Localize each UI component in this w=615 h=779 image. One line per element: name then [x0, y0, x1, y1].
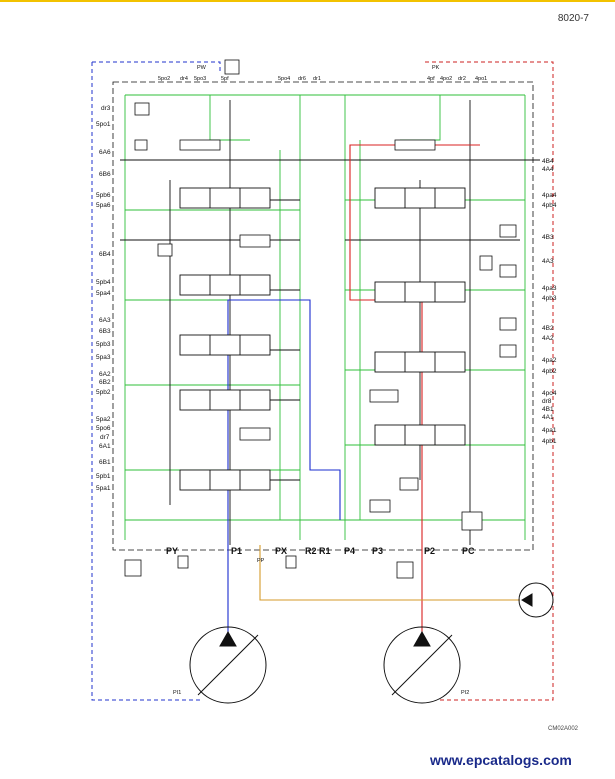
label-5pa4: 5pa4	[96, 290, 111, 297]
label-5po2: 5po2	[158, 76, 170, 82]
label-4pf: 4pf	[427, 76, 435, 82]
label-4pb1: 4pb1	[542, 438, 557, 445]
label-4pa2: 4pa2	[542, 357, 557, 364]
label-6B2: 6B2	[99, 379, 111, 386]
label-5pa3: 5pa3	[96, 354, 111, 361]
label-5po1: 5po1	[96, 121, 111, 128]
label-4B4: 4B4	[542, 158, 554, 165]
label-6B6: 6B6	[99, 171, 111, 178]
label-4po1: 4po1	[475, 76, 487, 82]
label-4pa4: 4pa4	[542, 192, 557, 199]
left-pump-housing	[91, 61, 221, 701]
label-5po4: 5po4	[278, 76, 290, 82]
left-valve-spools	[179, 187, 271, 491]
label-6B4: 6B4	[99, 251, 111, 258]
label-4A1: 4A1	[542, 414, 554, 421]
valve-block-frame	[112, 81, 534, 551]
right-relief-valves	[461, 224, 517, 531]
label-4pb3: 4pb3	[542, 295, 557, 302]
right-pump-housing	[425, 61, 554, 701]
label-6A2: 6A2	[99, 371, 111, 378]
label-dr1: dr1	[313, 76, 321, 82]
label-dr4: dr4	[180, 76, 188, 82]
label-5pf: 5pf	[221, 76, 229, 82]
port-p1: P1	[231, 546, 242, 556]
label-5pb4: 5pb4	[96, 279, 111, 286]
pump-right	[383, 626, 461, 704]
port-pp: PP	[257, 558, 265, 564]
label-dr7: dr7	[100, 434, 110, 441]
drain-line	[259, 545, 520, 601]
page-number: 8020-7	[557, 13, 589, 24]
label-pw: PW	[197, 65, 207, 71]
label-5po6: 5po6	[96, 425, 111, 432]
label-4A2: 4A2	[542, 335, 554, 342]
label-6A3: 6A3	[99, 317, 111, 324]
port-p4: P4	[344, 546, 355, 556]
label-6A6: 6A6	[99, 149, 111, 156]
pump-left	[189, 626, 267, 704]
label-6B3: 6B3	[99, 328, 111, 335]
left-aux-valves	[134, 102, 436, 513]
pilot-lines	[124, 94, 526, 540]
pump2-line	[349, 144, 480, 640]
label-4po4: 4po4	[542, 390, 557, 397]
label-5pb1: 5pb1	[96, 473, 111, 480]
port-p3: P3	[372, 546, 383, 556]
port-pc: PC	[462, 546, 475, 556]
label-4pa1: 4pa1	[542, 427, 557, 434]
label-4pa3: 4pa3	[542, 285, 557, 292]
header-rule	[0, 0, 615, 2]
label-4B1: 4B1	[542, 406, 554, 413]
label-5pa6: 5pa6	[96, 202, 111, 209]
watermark: www.epcatalogs.com	[430, 752, 572, 768]
label-dr8: dr8	[542, 398, 552, 405]
pump-left-label: PI1	[173, 690, 181, 696]
pump-right-label: PI2	[461, 690, 469, 696]
label-4pb4: 4pb4	[542, 202, 557, 209]
port-px: PX	[275, 546, 287, 556]
label-5pb6: 5pb6	[96, 192, 111, 199]
pilot-pump	[518, 582, 554, 618]
label-dr6: dr6	[298, 76, 306, 82]
label-5pa2: 5pa2	[96, 416, 111, 423]
label-4po2: 4po2	[440, 76, 452, 82]
label-6A1: 6A1	[99, 443, 111, 450]
label-6B1: 6B1	[99, 459, 111, 466]
label-5pa1: 5pa1	[96, 485, 111, 492]
label-4pb2: 4pb2	[542, 368, 557, 375]
signal-boxes	[124, 59, 414, 579]
label-5pb2: 5pb2	[96, 389, 111, 396]
label-dr3: dr3	[101, 105, 111, 112]
port-p2: P2	[424, 546, 435, 556]
port-py: PY	[166, 546, 178, 556]
label-4A3: 4A3	[542, 258, 554, 265]
label-pk: PK	[432, 65, 440, 71]
label-4B3: 4B3	[542, 234, 554, 241]
label-4B2: 4B2	[542, 325, 554, 332]
port-r2: R2	[305, 546, 317, 556]
port-r1: R1	[319, 546, 331, 556]
label-4A4: 4A4	[542, 166, 554, 173]
figure-code: CM02A002	[548, 726, 579, 732]
label-dr2: dr2	[458, 76, 466, 82]
right-valve-spools	[374, 187, 466, 446]
label-5po3: 5po3	[194, 76, 206, 82]
label-5pb3: 5pb3	[96, 341, 111, 348]
